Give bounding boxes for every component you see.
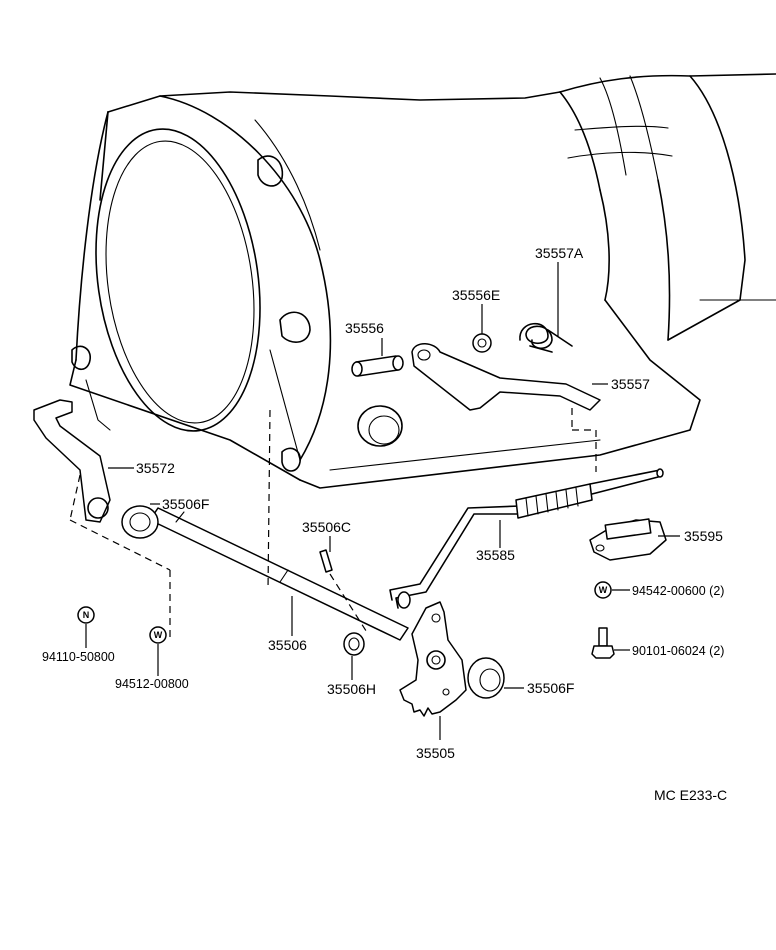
washer-symbol-94512: W bbox=[149, 626, 167, 644]
washer-symbol-94542: W bbox=[594, 581, 612, 599]
label-35595: 35595 bbox=[684, 528, 723, 544]
label-35506C: 35506C bbox=[302, 519, 351, 535]
label-35585: 35585 bbox=[476, 547, 515, 563]
roll-pin-35506C bbox=[319, 549, 369, 635]
label-94110: 94110-50800 bbox=[42, 650, 115, 664]
label-35506: 35506 bbox=[268, 637, 307, 653]
label-35506F-left: 35506F bbox=[162, 496, 209, 512]
bushing-35506H bbox=[343, 632, 365, 656]
bolt-symbol-90101 bbox=[591, 627, 615, 659]
detent-plate-35505 bbox=[399, 601, 467, 717]
spring-35557A bbox=[519, 322, 573, 353]
shift-shaft-35506 bbox=[149, 409, 409, 641]
label-35557: 35557 bbox=[611, 376, 650, 392]
label-35557A: 35557A bbox=[535, 245, 584, 261]
label-35556: 35556 bbox=[345, 320, 384, 336]
transmission-housing bbox=[69, 73, 776, 489]
pin-35556 bbox=[351, 355, 404, 377]
lever-35572 bbox=[33, 399, 171, 640]
label-35506F-right: 35506F bbox=[527, 680, 574, 696]
label-35556E: 35556E bbox=[452, 287, 500, 303]
label-94512: 94512-00800 bbox=[115, 677, 189, 691]
lever-35557 bbox=[411, 343, 601, 472]
control-rod-35585 bbox=[389, 468, 664, 609]
washer-badge-right: W bbox=[599, 585, 608, 595]
washer-badge-left: W bbox=[154, 630, 163, 640]
diagram-code: MC E233-C bbox=[654, 787, 727, 803]
leader-lines bbox=[85, 262, 680, 740]
label-94542: 94542-00600 (2) bbox=[632, 584, 724, 598]
label-90101: 90101-06024 (2) bbox=[632, 644, 724, 658]
e-ring-35556E bbox=[472, 333, 492, 353]
seal-35506F-right bbox=[467, 657, 505, 699]
bracket-35595 bbox=[589, 518, 667, 561]
label-35506H: 35506H bbox=[327, 681, 376, 697]
seal-35506F-left bbox=[121, 505, 159, 539]
part-labels: 35557A 35556E 35556 35557 35572 35506F 3… bbox=[42, 245, 727, 803]
nut-badge: N bbox=[83, 610, 90, 620]
nut-symbol-94110: N bbox=[77, 606, 95, 624]
label-35572: 35572 bbox=[136, 460, 175, 476]
label-35505: 35505 bbox=[416, 745, 455, 761]
